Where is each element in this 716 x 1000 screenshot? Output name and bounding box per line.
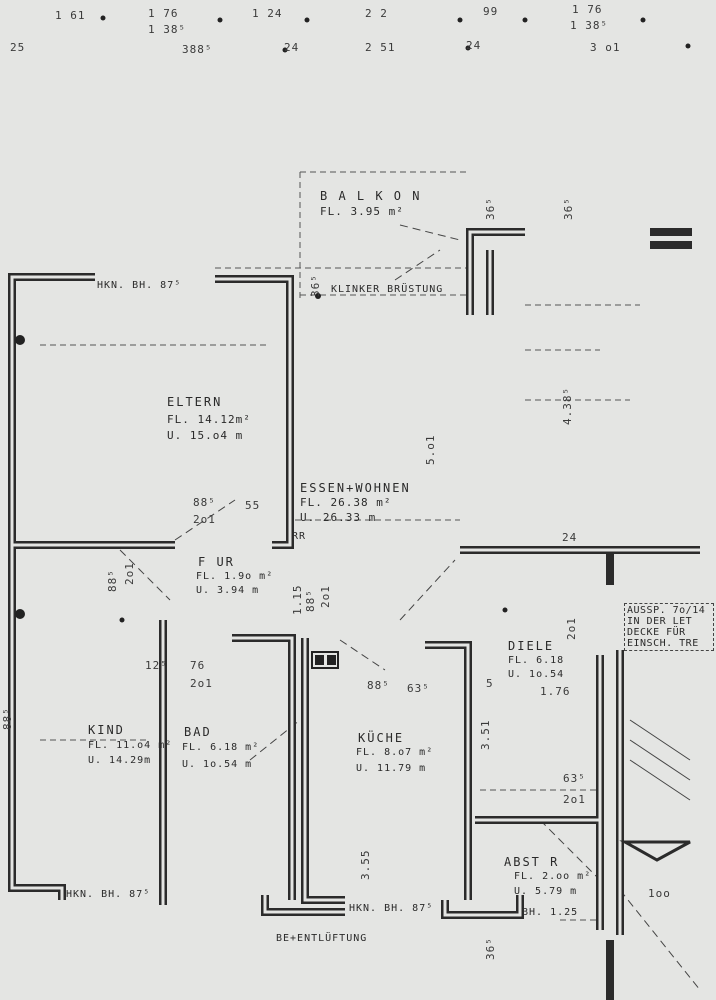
dimension-label: 2o1: [193, 513, 216, 526]
top-dim: 1 76: [148, 7, 179, 20]
room-area-balkon: FL. 3.95 m²: [320, 205, 404, 218]
top-dim: 99: [483, 5, 499, 18]
top-dim: 388⁵: [182, 43, 213, 56]
note-line: DECKE FÜR: [627, 627, 686, 638]
stair-note: AUSSP. 7o/14 IN DER LET DECKE FÜR EINSCH…: [624, 603, 714, 651]
annotation-klinker: KLINKER BRÜSTUNG: [331, 284, 444, 295]
room-area-abstr: FL. 2.oo m²: [514, 871, 592, 882]
room-name-essen-wohnen: ESSEN+WOHNEN: [300, 481, 411, 495]
dimension-label: 1.15: [291, 584, 304, 616]
room-perimeter-eltern: U. 15.o4 m: [167, 429, 244, 442]
room-name-bad: BAD: [184, 725, 212, 739]
top-dim: 1 38⁵: [148, 23, 187, 36]
dimension-label: 12⁵: [145, 659, 168, 672]
dimension-label: 88⁵: [304, 589, 317, 612]
room-area-flur: FL. 1.9o m²: [196, 571, 274, 582]
dimension-label: 2o1: [319, 585, 332, 608]
dimension-label: 88⁵: [1, 707, 14, 730]
dimension-label: 55: [245, 499, 261, 512]
annotation-hkn-kind: HKN. BH. 87⁵: [66, 889, 151, 900]
room-perimeter-essen-wohnen: U. 26.33 m: [300, 511, 377, 524]
dimension-label: 1oo: [648, 887, 671, 900]
room-name-kind: KIND: [88, 723, 125, 737]
room-name-diele: DIELE: [508, 639, 555, 653]
dimension-label: 63⁵: [563, 772, 586, 785]
dimension-label: 1.76: [540, 685, 571, 698]
room-name-kueche: KÜCHE: [358, 731, 405, 745]
top-dim: 1 38⁵: [570, 19, 609, 32]
room-perimeter-kueche: U. 11.79 m: [356, 763, 427, 774]
dimension-label: 63⁵: [407, 682, 430, 695]
dimension-label: 3.55: [359, 849, 372, 881]
room-perimeter-flur: U. 3.94 m: [196, 585, 260, 596]
dimension-label: 2o1: [563, 793, 586, 806]
room-perimeter-diele: U. 1o.54: [508, 669, 565, 680]
top-dim: 1 24: [252, 7, 283, 20]
room-area-kueche: FL. 8.o7 m²: [356, 747, 434, 758]
top-dim: 24: [284, 41, 300, 54]
dimension-label: 88⁵: [106, 569, 119, 592]
room-perimeter-bad: U. 1o.54 m: [182, 759, 253, 770]
annotation-hkn-top: HKN. BH. 87⁵: [97, 280, 182, 291]
room-area-bad: FL. 6.18 m²: [182, 742, 260, 753]
dimension-label: 2o1: [190, 677, 213, 690]
dimension-label: 2o1: [565, 617, 578, 640]
dimension-label: 36⁵: [562, 197, 575, 220]
dimension-label: 5: [486, 677, 494, 690]
top-dim: 24: [466, 39, 482, 52]
room-area-eltern: FL. 14.12m²: [167, 413, 251, 426]
dimension-dots: [15, 15, 691, 623]
note-line: EINSCH. TRE: [627, 638, 699, 649]
dimension-label: 2o1: [123, 562, 136, 585]
note-line: AUSSP. 7o/14: [627, 605, 706, 616]
note-line: IN DER LET: [627, 616, 693, 627]
walls: [8, 228, 700, 1000]
annotation-rr: RR: [292, 531, 307, 542]
stairs: [619, 719, 691, 862]
top-dim: 2 2: [365, 7, 388, 20]
dimension-lines: [40, 171, 640, 921]
top-dim: 2 51: [365, 41, 396, 54]
dimension-label: 24: [562, 531, 578, 544]
dimension-label: 3.51: [479, 719, 492, 751]
room-area-kind: FL. 11.o4 m²: [88, 740, 173, 751]
room-perimeter-kind: U. 14.29m: [88, 755, 152, 766]
room-name-abstr: ABST R: [504, 855, 560, 869]
dimension-label: 88⁵: [193, 496, 216, 509]
annotation-hkn-kueche: HKN. BH. 87⁵: [349, 903, 434, 914]
dimension-label: 76: [190, 659, 206, 672]
dimension-label: 4.38⁵: [561, 386, 574, 425]
dimension-label: 88⁵: [367, 679, 390, 692]
room-area-diele: FL. 6.18: [508, 655, 565, 666]
room-name-eltern: ELTERN: [167, 395, 223, 409]
room-perimeter-abstr: U. 5.79 m: [514, 886, 578, 897]
dimension-label: 36⁵: [484, 937, 497, 960]
top-dim: 25: [10, 41, 26, 54]
stove-icon: [311, 651, 339, 669]
room-area-essen-wohnen: FL. 26.38 m²: [300, 496, 392, 509]
top-dim: 1 61: [55, 9, 86, 22]
top-dim: 1 76: [572, 3, 603, 16]
top-dim: 3 o1: [590, 41, 621, 54]
annotation-bh-abstr: BH. 1.25: [522, 907, 579, 918]
annotation-lueftung: BE+ENTLÜFTUNG: [276, 933, 368, 944]
dimension-label: 36⁵: [309, 274, 322, 297]
dimension-label: 5.o1: [424, 434, 437, 466]
room-name-flur: F UR: [198, 555, 235, 569]
door-swings: [119, 224, 701, 991]
dimension-label: 36⁵: [484, 197, 497, 220]
room-name-balkon: B A L K O N: [320, 189, 422, 203]
